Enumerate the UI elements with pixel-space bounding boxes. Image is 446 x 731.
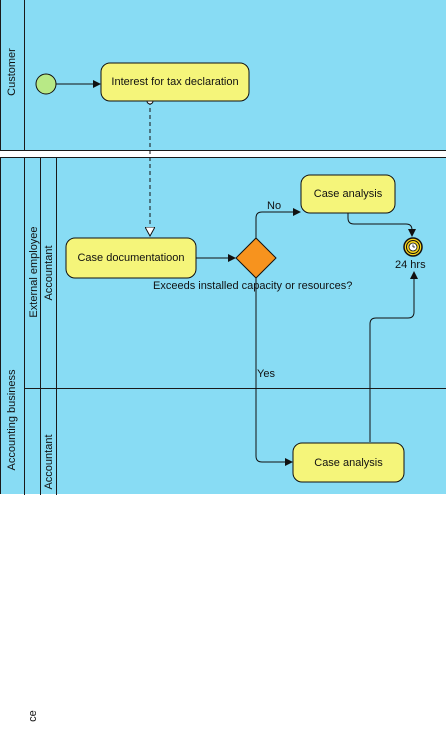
lane-header-service: ce (25, 388, 41, 722)
task-label-interest: Interest for tax declaration (111, 76, 239, 88)
lane-divider (25, 388, 446, 389)
flow-label-yes: Yes (257, 368, 275, 380)
lane-label-service: ce (27, 710, 39, 722)
timer-label: 24 hrs (395, 259, 426, 271)
pool-header-customer: Customer (1, 0, 25, 150)
flow-label-no: No (267, 200, 282, 212)
task-case-documentation[interactable] (65, 237, 197, 279)
flow-gateway-yes[interactable] (255, 278, 293, 466)
diagram-canvas (35, 62, 423, 483)
task-label-case-analysis-top: Case analysis (313, 188, 383, 200)
task-case-analysis-bottom[interactable] (292, 442, 405, 483)
role-header-accountant-bottom: Accountant (41, 388, 57, 495)
task-label-case-documentation: Case documentatioon (77, 252, 185, 264)
pool-header-accounting: Accounting business (1, 158, 25, 495)
flow-gateway-no[interactable] (255, 208, 301, 238)
gateway-diamond[interactable] (235, 237, 277, 279)
gateway-label: Exceeds installed capacity or resources? (153, 280, 353, 292)
timer-event-icon[interactable] (403, 237, 423, 257)
lane-header-external-employee: External employee (25, 158, 41, 388)
start-event[interactable] (35, 73, 57, 95)
task-interest-for-tax-declaration[interactable] (100, 62, 250, 102)
flow-analysis-to-timer[interactable] (347, 212, 416, 237)
flow-bottom-analysis-to-timer[interactable] (369, 271, 418, 442)
task-case-analysis-top[interactable] (300, 174, 396, 214)
role-header-accountant-top: Accountant (41, 158, 57, 388)
task-label-case-analysis-bottom: Case analysis (314, 456, 383, 469)
